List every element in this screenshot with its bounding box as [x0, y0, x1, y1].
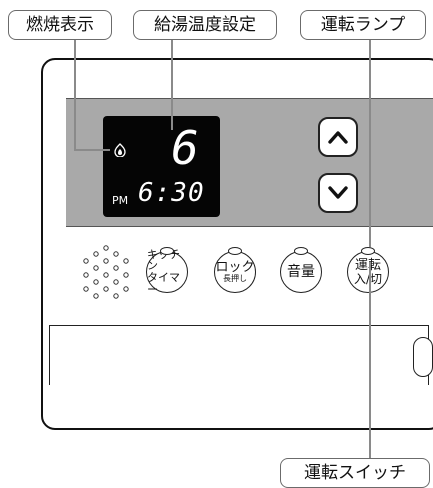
operation-lamp: [361, 247, 375, 255]
temperature-up-button[interactable]: [318, 117, 358, 157]
ampm-indicator: PM: [112, 194, 129, 207]
lock-button[interactable]: ロック 長押し: [214, 247, 256, 293]
leader-operation-lamp: [369, 40, 371, 247]
callout-combustion-display: 燃焼表示: [8, 10, 112, 40]
chevron-up-icon: [328, 131, 348, 144]
lock-sublabel: 長押し: [223, 273, 247, 283]
kitchen-timer-label-2: タイマー: [147, 271, 180, 296]
lower-lid[interactable]: [49, 325, 429, 385]
clock-readout: 6:30: [138, 178, 205, 208]
leader-combustion-vertical: [74, 40, 76, 150]
flame-icon: [114, 143, 126, 157]
callout-operation-switch: 運転スイッチ: [280, 458, 430, 488]
chevron-down-icon: [328, 186, 348, 199]
kitchen-timer-lamp: [160, 247, 174, 255]
leader-temp-setting: [171, 40, 173, 130]
speaker-grille: [83, 245, 129, 299]
power-sublabel: 入/切: [353, 271, 383, 286]
volume-button[interactable]: 音量: [280, 247, 322, 293]
leader-combustion-horizontal: [74, 149, 110, 151]
lock-lamp: [228, 247, 242, 255]
temperature-down-button[interactable]: [318, 173, 358, 213]
lcd-screen: [103, 116, 220, 217]
volume-lamp: [294, 247, 308, 255]
callout-water-temp-setting: 給湯温度設定: [133, 10, 277, 40]
power-label: 運転: [354, 257, 381, 273]
temperature-readout: 6: [171, 121, 199, 175]
lid-tab[interactable]: [413, 337, 433, 377]
power-button[interactable]: 運転 入/切: [347, 247, 389, 293]
leader-operation-switch: [369, 262, 371, 462]
volume-label: 音量: [287, 263, 315, 280]
lock-label: ロック: [215, 259, 255, 275]
kitchen-timer-button[interactable]: キッチン タイマー: [146, 247, 188, 296]
callout-operation-lamp: 運転ランプ: [300, 10, 426, 40]
